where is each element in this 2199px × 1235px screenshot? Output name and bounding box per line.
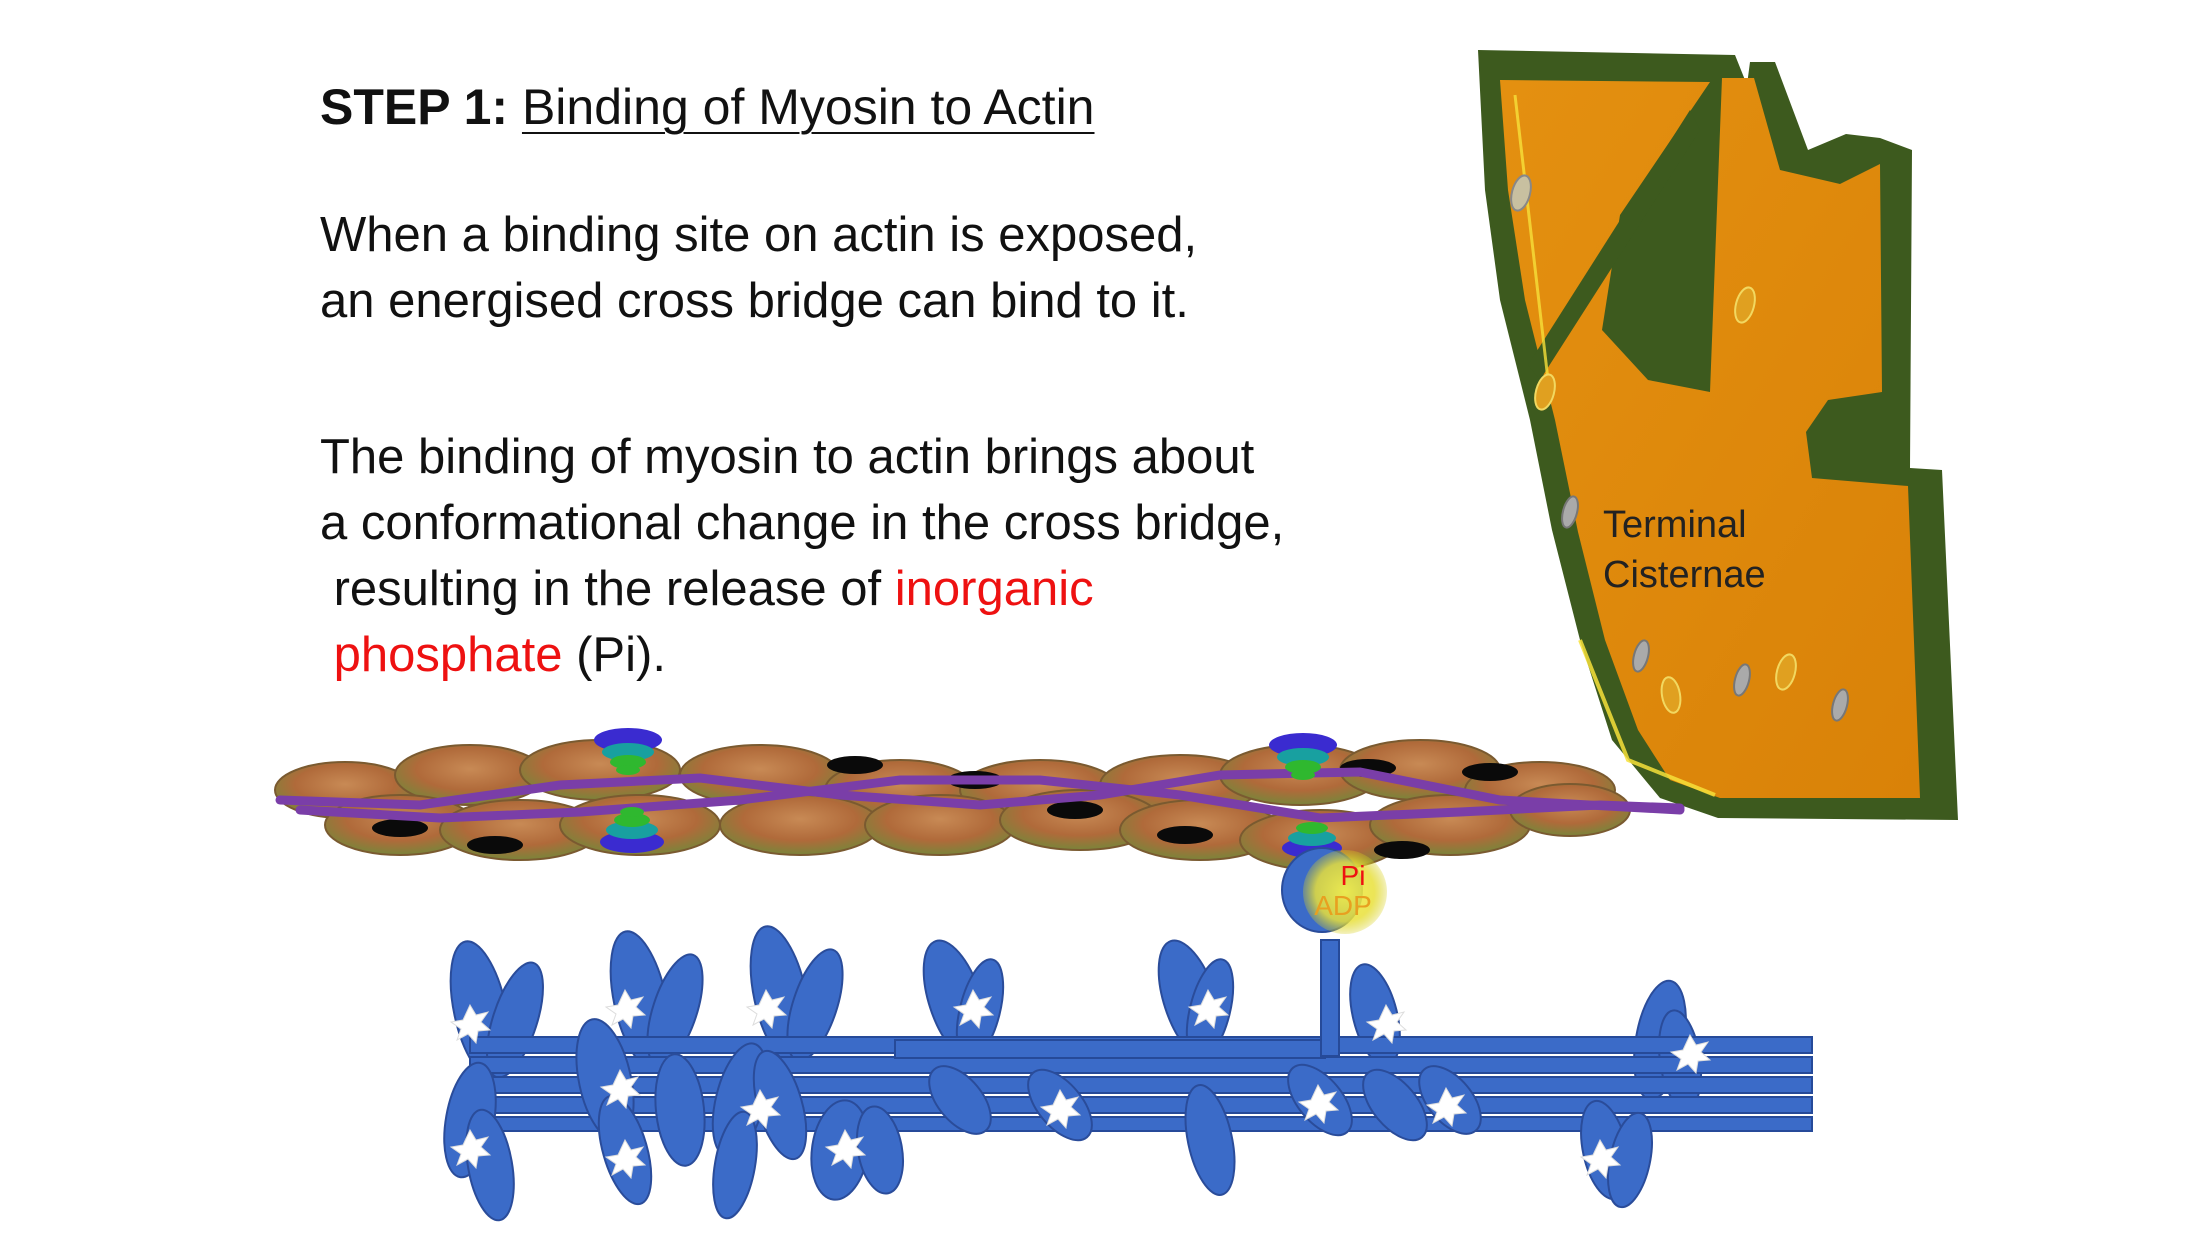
troponin-complexes — [594, 728, 1342, 858]
step-title: Binding of Myosin to Actin — [521, 79, 1095, 135]
intro-paragraph: When a binding site on actin is exposed,… — [320, 202, 1197, 334]
terminal-cisternae-label: Terminal Cisternae — [1603, 500, 1766, 600]
terminal-cisternae-label-line-1: Terminal — [1603, 504, 1747, 546]
adp-label: ADP — [1314, 890, 1372, 921]
explanation-line-3-text: resulting in the release of — [320, 562, 895, 616]
explanation-line-2: a conformational change in the cross bri… — [320, 496, 1285, 550]
explanation-line-1: The binding of myosin to actin brings ab… — [320, 430, 1255, 484]
pi-label: Pi — [1341, 860, 1366, 891]
actin-thin-filament — [274, 728, 1685, 871]
explanation-paragraph: The binding of myosin to actin brings ab… — [320, 424, 1284, 688]
myosin-thick-filament — [443, 925, 1813, 1222]
tropomyosin — [275, 767, 1685, 823]
explanation-line-4-text: (Pi). — [562, 628, 666, 682]
cisternae-crease — [1528, 110, 1700, 380]
explanation-line-4: phosphate (Pi). — [320, 622, 1284, 688]
cisternae-pores — [1510, 174, 1849, 722]
terminal-cisternae-label-line-2: Cisternae — [1603, 554, 1766, 596]
attached-myosin-head: Pi ADP — [1281, 847, 1387, 934]
step-heading: STEP 1: Binding of Myosin to Actin — [320, 78, 1095, 136]
inorganic-highlight: inorganic — [894, 562, 1094, 616]
explanation-line-3: resulting in the release of inorganic — [320, 556, 1284, 622]
intro-line-2: an energised cross bridge can bind to it… — [320, 274, 1189, 328]
phosphate-highlight: phosphate — [320, 628, 563, 682]
atp-binding-sites — [449, 988, 1712, 1180]
step-label: STEP 1: — [320, 79, 509, 135]
terminal-cisternae — [1478, 50, 1958, 820]
intro-line-1: When a binding site on actin is exposed, — [320, 208, 1198, 262]
